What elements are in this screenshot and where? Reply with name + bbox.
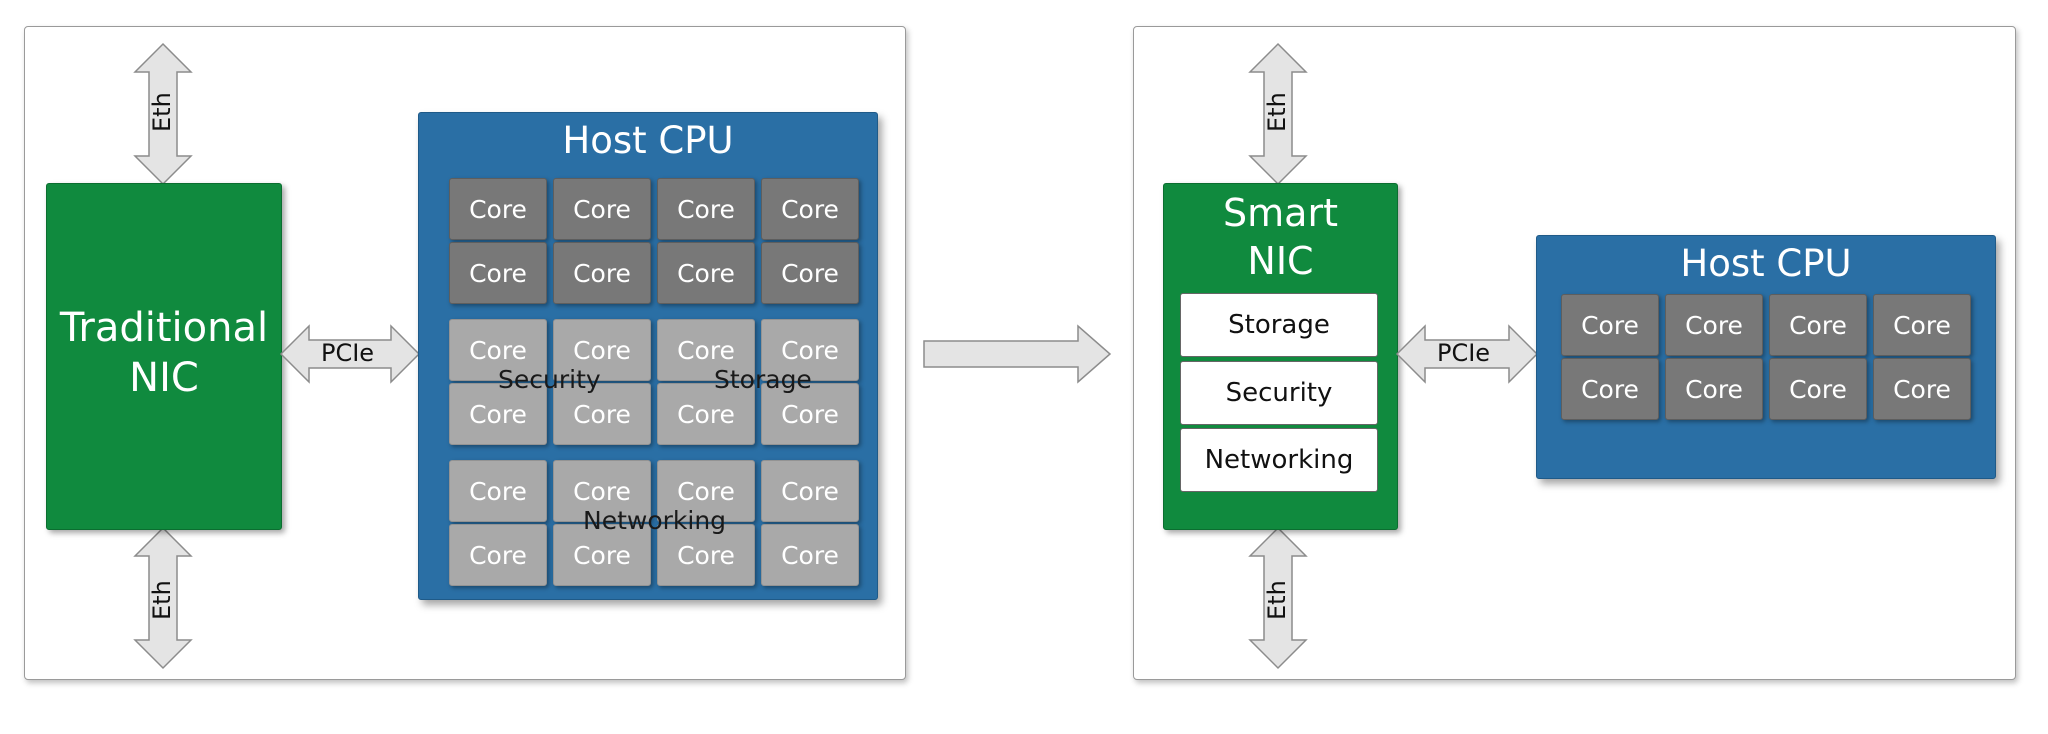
- core-left-r4c4: Core: [761, 383, 859, 445]
- core-left-r6c2: Core: [553, 524, 651, 586]
- smart-nic-label: Smart NIC: [1223, 191, 1338, 283]
- pcie-label-right: PCIe: [1437, 339, 1491, 367]
- core-right-r2c3: Core: [1769, 358, 1867, 420]
- core-left-r3c1: Core: [449, 319, 547, 381]
- eth-top-label-left: Eth: [148, 92, 176, 132]
- smart-nic-security: Security: [1180, 361, 1378, 425]
- core-left-r2c4: Core: [761, 242, 859, 304]
- traditional-nic-label: Traditional NIC: [59, 305, 269, 401]
- core-left-r5c1: Core: [449, 460, 547, 522]
- core-left-r6c1: Core: [449, 524, 547, 586]
- transition-arrow: [923, 324, 1112, 384]
- core-left-r2c1: Core: [449, 242, 547, 304]
- core-left-r1c3: Core: [657, 178, 755, 240]
- core-left-r4c2: Core: [553, 383, 651, 445]
- traditional-nic-block: Traditional NIC: [46, 183, 282, 530]
- eth-bottom-arrow-right: [1248, 526, 1308, 670]
- smart-nic-block: Smart NIC Storage Security Networking: [1163, 183, 1398, 530]
- smart-nic-networking: Networking: [1180, 428, 1378, 492]
- core-right-r2c1: Core: [1561, 358, 1659, 420]
- core-left-r2c3: Core: [657, 242, 755, 304]
- core-left-r6c3: Core: [657, 524, 755, 586]
- core-left-r4c1: Core: [449, 383, 547, 445]
- eth-bottom-arrow-left: [133, 526, 193, 670]
- core-left-r2c2: Core: [553, 242, 651, 304]
- host-cpu-title-left: Host CPU: [562, 119, 734, 162]
- core-right-r2c2: Core: [1665, 358, 1763, 420]
- overlay-storage-label: Storage: [714, 365, 812, 394]
- core-left-r3c4: Core: [761, 319, 859, 381]
- host-cpu-right: Host CPU Core Core Core Core Core Core C…: [1536, 235, 1996, 479]
- core-left-r5c2: Core: [553, 460, 651, 522]
- core-left-r3c3: Core: [657, 319, 755, 381]
- core-right-r1c4: Core: [1873, 294, 1971, 356]
- eth-bottom-label-left: Eth: [148, 580, 176, 620]
- smart-nic-storage: Storage: [1180, 293, 1378, 357]
- core-left-r1c2: Core: [553, 178, 651, 240]
- core-left-r6c4: Core: [761, 524, 859, 586]
- overlay-security-label: Security: [498, 365, 601, 394]
- core-left-r1c1: Core: [449, 178, 547, 240]
- core-right-r1c2: Core: [1665, 294, 1763, 356]
- core-right-r1c1: Core: [1561, 294, 1659, 356]
- core-left-r5c4: Core: [761, 460, 859, 522]
- eth-top-label-right: Eth: [1263, 92, 1291, 132]
- core-right-r2c4: Core: [1873, 358, 1971, 420]
- host-cpu-title-right: Host CPU: [1680, 242, 1852, 285]
- host-cpu-left: Host CPU Core Core Core Core Core Core C…: [418, 112, 878, 600]
- core-right-r1c3: Core: [1769, 294, 1867, 356]
- overlay-networking-label: Networking: [583, 506, 727, 535]
- pcie-label-left: PCIe: [321, 339, 375, 367]
- eth-bottom-label-right: Eth: [1263, 580, 1291, 620]
- core-left-r1c4: Core: [761, 178, 859, 240]
- core-left-r3c2: Core: [553, 319, 651, 381]
- core-left-r4c3: Core: [657, 383, 755, 445]
- core-left-r5c3: Core: [657, 460, 755, 522]
